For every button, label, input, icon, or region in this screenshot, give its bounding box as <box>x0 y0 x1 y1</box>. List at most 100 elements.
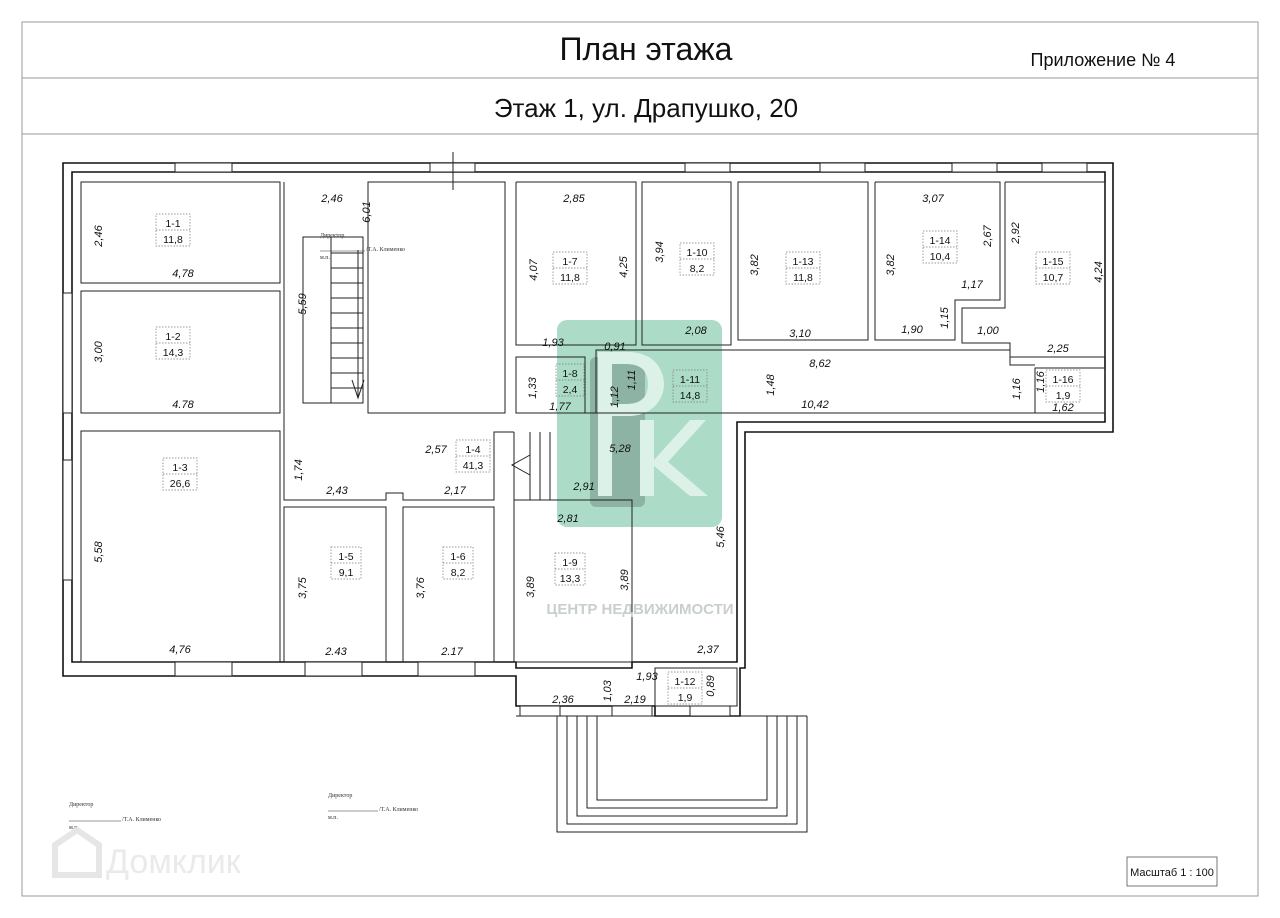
svg-text:2,25: 2,25 <box>1046 343 1069 355</box>
svg-text:5,46: 5,46 <box>715 525 727 547</box>
svg-text:5,58: 5,58 <box>93 540 105 562</box>
room-label-1-15: 1-15 10,7 <box>1035 251 1071 285</box>
svg-text:м.п.: м.п. <box>328 815 339 821</box>
room-1-10-outline <box>641 181 732 346</box>
svg-text:1-2: 1-2 <box>165 331 180 343</box>
dimension-labels: 2,46 6,01 2,46 4,78 5,59 3,00 4.78 1,74 … <box>93 193 1105 706</box>
svg-text:1,11: 1,11 <box>626 370 638 391</box>
svg-text:1,16: 1,16 <box>1035 370 1047 392</box>
porch-steps <box>516 715 808 833</box>
windows <box>62 152 1088 717</box>
svg-text:4,78: 4,78 <box>172 268 194 280</box>
room-1-1-outline <box>80 181 281 284</box>
room-label-1-10: 1-108,2 <box>679 242 715 276</box>
house-icon <box>52 826 102 878</box>
svg-text:2,43: 2,43 <box>325 485 348 497</box>
room-label-1-16: 1-161,9 <box>1045 369 1081 403</box>
svg-text:Директор: Директор <box>328 793 352 799</box>
svg-text:1,9: 1,9 <box>678 692 693 704</box>
svg-text:0,91: 0,91 <box>604 341 625 353</box>
svg-text:2,57: 2,57 <box>424 444 447 456</box>
room-label-1-3: 1-3 26,6 <box>162 457 198 491</box>
svg-text:8,2: 8,2 <box>690 263 705 275</box>
svg-text:3,89: 3,89 <box>619 569 631 590</box>
svg-text:2,37: 2,37 <box>696 644 719 656</box>
svg-text:1-15: 1-15 <box>1042 256 1063 268</box>
svg-text:1,93: 1,93 <box>542 337 564 349</box>
appendix-label: Приложение № 4 <box>1031 50 1176 70</box>
svg-text:Директор: Директор <box>69 802 93 808</box>
svg-text:2,81: 2,81 <box>556 513 578 525</box>
room-label-1-12: 1-121,9 <box>667 671 703 705</box>
svg-text:3,07: 3,07 <box>922 193 944 205</box>
svg-text:Директор: Директор <box>320 233 344 239</box>
svg-text:1-11: 1-11 <box>680 374 700 386</box>
room-label-1-11: 1-11 14,8 <box>672 369 708 403</box>
svg-text:4.78: 4.78 <box>172 399 194 411</box>
svg-text:1,48: 1,48 <box>765 373 777 395</box>
svg-text:5,59: 5,59 <box>297 293 309 314</box>
svg-text:1-14: 1-14 <box>929 235 950 247</box>
svg-text:1,62: 1,62 <box>1052 402 1073 414</box>
svg-text:2,17: 2,17 <box>443 485 466 497</box>
svg-text:1-6: 1-6 <box>450 551 465 563</box>
svg-text:10,7: 10,7 <box>1043 272 1064 284</box>
svg-text:1,74: 1,74 <box>293 459 305 480</box>
svg-text:3,82: 3,82 <box>885 254 897 275</box>
svg-text:/Т.А. Клименко: /Т.А. Клименко <box>379 807 418 813</box>
svg-text:2,91: 2,91 <box>572 481 594 493</box>
svg-text:/Т.А. Клименко: /Т.А. Клименко <box>122 817 161 823</box>
stair-steps <box>330 237 365 403</box>
svg-text:2,46: 2,46 <box>320 193 343 205</box>
svg-text:1,15: 1,15 <box>939 306 951 328</box>
svg-text:11,8: 11,8 <box>793 272 813 284</box>
svg-text:1,77: 1,77 <box>549 401 571 413</box>
svg-text:2,36: 2,36 <box>551 694 574 706</box>
svg-text:4,24: 4,24 <box>1093 261 1105 282</box>
floor-subtitle: Этаж 1, ул. Драпушко, 20 <box>494 93 798 123</box>
svg-text:1,16: 1,16 <box>1011 377 1023 399</box>
svg-text:1-8: 1-8 <box>562 368 577 380</box>
scale-box <box>1126 856 1218 887</box>
svg-text:10,4: 10,4 <box>930 251 951 263</box>
sheet-frame <box>21 21 1259 897</box>
svg-text:1,93: 1,93 <box>636 671 658 683</box>
svg-text:1-5: 1-5 <box>338 551 353 563</box>
signature-block-middle: Директор /Т.А. Клименко м.п. <box>328 793 418 821</box>
room-label-1-4: 1-441,3 <box>455 439 491 473</box>
room-label-1-2: 1-2 14,3 <box>155 326 191 360</box>
svg-text:2,92: 2,92 <box>1010 222 1022 244</box>
svg-text:6,01: 6,01 <box>361 201 373 222</box>
svg-text:0,89: 0,89 <box>705 675 717 696</box>
scale-label: Масштаб 1 : 100 <box>1130 867 1214 879</box>
svg-text:4,25: 4,25 <box>618 255 630 277</box>
svg-text:14,8: 14,8 <box>680 390 701 402</box>
svg-text:/Т.А. Клименко: /Т.А. Клименко <box>366 247 405 253</box>
svg-text:2.43: 2.43 <box>324 646 347 658</box>
svg-text:14,3: 14,3 <box>163 347 184 359</box>
room-1-13-outline <box>737 181 869 341</box>
svg-text:26,6: 26,6 <box>170 478 191 490</box>
svg-text:41,3: 41,3 <box>463 460 484 472</box>
agency-logo-mark <box>598 352 708 496</box>
svg-text:1-3: 1-3 <box>172 462 187 474</box>
svg-text:3,75: 3,75 <box>297 576 309 598</box>
svg-text:1,33: 1,33 <box>527 376 539 398</box>
svg-text:5,28: 5,28 <box>609 443 631 455</box>
building-walls <box>62 152 1114 833</box>
svg-text:1-16: 1-16 <box>1052 374 1073 386</box>
svg-text:2,4: 2,4 <box>563 384 578 396</box>
svg-text:1,12: 1,12 <box>609 386 621 407</box>
room-1-12-outline <box>654 667 738 707</box>
svg-text:1,03: 1,03 <box>602 679 614 701</box>
room-label-1-14: 1-14 10,4 <box>922 230 958 264</box>
svg-text:2,08: 2,08 <box>684 325 707 337</box>
svg-text:3,00: 3,00 <box>93 340 105 362</box>
svg-text:м.п.: м.п. <box>69 825 80 831</box>
staircase <box>302 236 364 404</box>
room-labels: 1-111,8 1-214,3 1-326,6 1-441,3 1-59,1 1… <box>155 213 1081 705</box>
svg-text:11,8: 11,8 <box>163 234 183 246</box>
svg-text:1,00: 1,00 <box>977 325 999 337</box>
